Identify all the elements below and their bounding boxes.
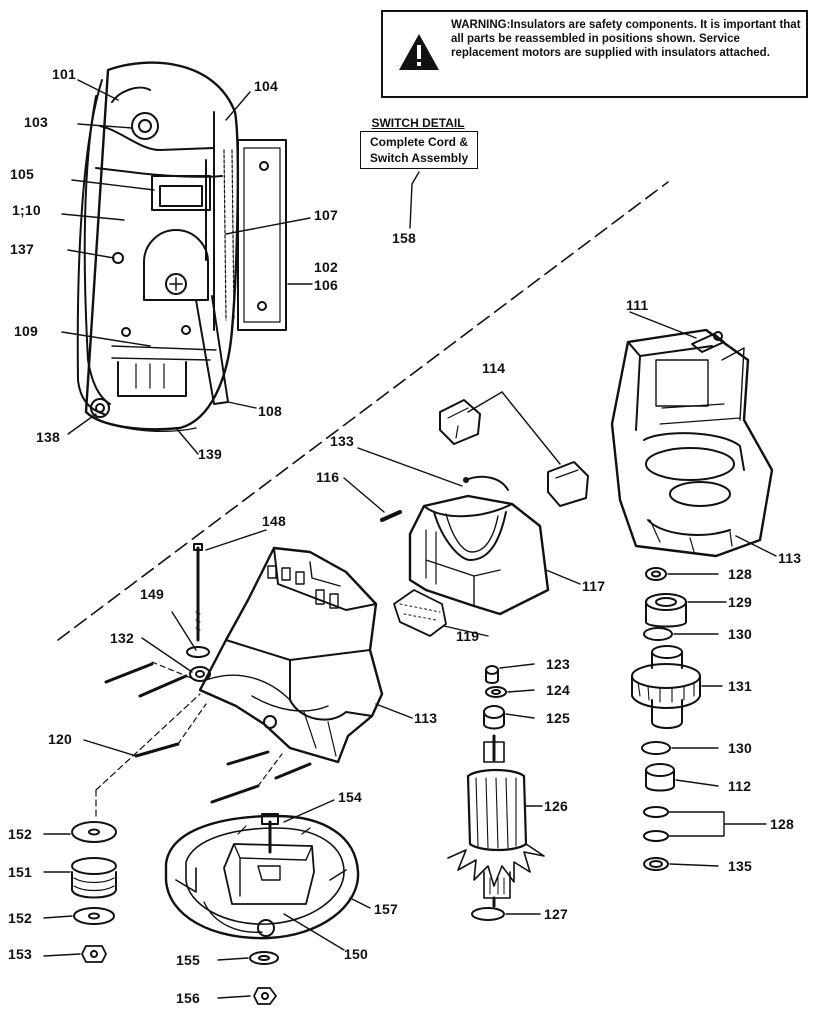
callout-158: 158	[392, 230, 416, 246]
mount-stack-drawing	[71, 821, 117, 963]
callout-116: 116	[316, 469, 340, 485]
callout-155: 155	[176, 952, 200, 968]
gear-stack-drawing	[631, 567, 701, 871]
callout-107: 107	[314, 207, 338, 223]
callout-120: 120	[48, 731, 72, 747]
callout-157: 157	[374, 901, 398, 917]
callout-112: 112	[728, 778, 752, 794]
callout-150: 150	[344, 946, 368, 962]
callout-119: 119	[456, 628, 480, 644]
warning-triangle-icon	[399, 34, 439, 70]
motor-housing-front-drawing	[95, 543, 384, 817]
callout-123: 123	[546, 656, 570, 672]
switch-detail-title: SWITCH DETAIL	[371, 116, 465, 130]
callout-127: 127	[544, 906, 568, 922]
callout-130-top: 130	[728, 626, 752, 642]
callout-110: 1;10	[12, 202, 41, 218]
motor-housing-rear-drawing	[610, 328, 774, 558]
switch-detail-description: Complete Cord & Switch Assembly	[360, 131, 478, 169]
callout-109: 109	[14, 323, 38, 339]
callout-126: 126	[544, 798, 568, 814]
callout-156: 156	[176, 990, 200, 1006]
callout-151: 151	[8, 864, 32, 880]
callout-135: 135	[728, 858, 752, 874]
field-assembly-drawing	[380, 399, 589, 637]
callout-128-bottom: 128	[770, 816, 794, 832]
callout-139: 139	[198, 446, 222, 462]
callout-113-front: 113	[414, 710, 438, 726]
handle-housing-drawing	[76, 61, 287, 432]
callout-125: 125	[546, 710, 570, 726]
callout-106: 106	[314, 277, 338, 293]
callout-111: 111	[626, 297, 649, 313]
callout-152-bottom: 152	[8, 910, 32, 926]
callout-108: 108	[258, 403, 282, 419]
callout-130-bottom: 130	[728, 740, 752, 756]
callout-104: 104	[254, 78, 278, 94]
callout-153: 153	[8, 946, 32, 962]
callout-133: 133	[330, 433, 354, 449]
base-plate-drawing	[164, 813, 360, 940]
callout-117: 117	[582, 578, 606, 594]
callout-148: 148	[262, 513, 286, 529]
callout-105: 105	[10, 166, 34, 182]
callout-132: 132	[110, 630, 134, 646]
callout-113-rear: 113	[778, 550, 802, 566]
armature-drawing	[447, 665, 545, 921]
callout-129: 129	[728, 594, 752, 610]
callout-138: 138	[36, 429, 60, 445]
callout-101: 101	[52, 66, 76, 82]
callout-137: 137	[10, 241, 34, 257]
callout-128-top: 128	[728, 566, 752, 582]
callout-124: 124	[546, 682, 570, 698]
warning-text: WARNING:Insulators are safety components…	[451, 19, 801, 59]
warning-notice: WARNING:Insulators are safety components…	[381, 10, 808, 98]
callout-114: 114	[482, 360, 506, 376]
callout-131: 131	[728, 678, 752, 694]
callout-154: 154	[338, 789, 362, 805]
callout-149: 149	[140, 586, 164, 602]
callout-103: 103	[24, 114, 48, 130]
callout-152-top: 152	[8, 826, 32, 842]
callout-102: 102	[314, 259, 338, 275]
